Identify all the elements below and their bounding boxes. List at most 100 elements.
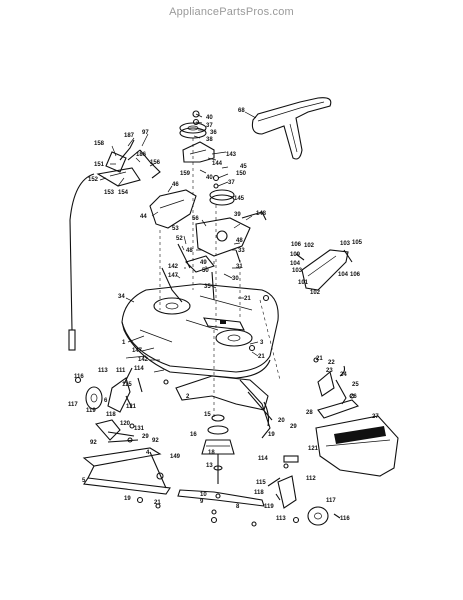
- part-label: 131: [134, 426, 145, 432]
- part-label: 56: [192, 216, 199, 222]
- part-label: 53: [172, 226, 179, 232]
- part-label: 8: [236, 504, 240, 510]
- part-label: 156: [150, 160, 161, 166]
- part-label: 15: [204, 412, 211, 418]
- part-label: 6: [104, 398, 108, 404]
- part-label: 10: [200, 492, 207, 498]
- mower-blade[interactable]: [177, 489, 265, 524]
- part-label: 111: [116, 368, 126, 374]
- part-label: 40: [206, 175, 213, 181]
- blade-spindle-assembly[interactable]: [201, 414, 235, 484]
- part-label: 45: [240, 164, 247, 170]
- part-label: 21: [258, 354, 265, 360]
- part-number-labels: 68 40 37 36 38 143 144 45 150 40 37 159 …: [68, 108, 379, 522]
- part-label: 147: [168, 273, 179, 279]
- part-label: 186: [136, 152, 147, 158]
- part-label: 20: [278, 418, 285, 424]
- right-wheel-bracket[interactable]: [267, 455, 299, 509]
- part-label: 103: [340, 241, 351, 247]
- part-label: 113: [98, 368, 108, 374]
- part-label: 117: [68, 402, 78, 408]
- part-label: 9: [200, 499, 204, 505]
- part-label: 159: [180, 171, 191, 177]
- belt-guard[interactable]: [149, 189, 197, 229]
- part-label: 158: [94, 141, 105, 147]
- part-label: 150: [236, 171, 247, 177]
- front-hanger-bracket[interactable]: [94, 419, 139, 443]
- rear-stabilizer-rod[interactable]: [239, 379, 273, 439]
- part-label: 49: [200, 260, 207, 266]
- part-label: 44: [140, 214, 147, 220]
- part-label: 102: [304, 243, 315, 249]
- part-label: 152: [88, 177, 99, 183]
- left-gauge-wheel[interactable]: [74, 376, 103, 410]
- part-label: 154: [118, 190, 129, 196]
- part-label: 145: [234, 196, 245, 202]
- idler-arm[interactable]: [184, 211, 267, 273]
- part-label: 149: [170, 454, 181, 460]
- part-label: 101: [298, 280, 309, 286]
- part-label: 119: [264, 504, 274, 510]
- part-label: 16: [190, 432, 197, 438]
- lift-cable[interactable]: [68, 173, 95, 351]
- part-label: 147: [132, 348, 143, 354]
- part-label: 92: [152, 438, 159, 444]
- part-label: 39: [234, 212, 241, 218]
- part-label: 142: [168, 264, 179, 270]
- part-label: 21: [316, 356, 323, 362]
- idler-spring-bolts[interactable]: [161, 243, 241, 303]
- lift-handle-assembly[interactable]: [96, 139, 161, 187]
- part-label: 142: [138, 357, 149, 363]
- part-label: 36: [210, 130, 217, 136]
- part-label: 112: [306, 476, 316, 482]
- part-label: 97: [142, 130, 149, 136]
- hardware-fasteners: [127, 294, 355, 527]
- part-label: 153: [104, 190, 115, 196]
- part-label: 114: [134, 366, 144, 372]
- part-label: 48: [236, 238, 243, 244]
- part-label: 31: [236, 264, 243, 270]
- discharge-chute-deflector[interactable]: [295, 249, 353, 291]
- part-label: 33: [238, 248, 245, 254]
- part-label: 21: [154, 500, 161, 506]
- part-label: 50: [202, 268, 209, 274]
- part-label: 115: [256, 480, 266, 486]
- part-label: 40: [206, 115, 213, 121]
- discharge-chute[interactable]: [315, 399, 399, 477]
- part-label: 1: [122, 340, 126, 346]
- part-label: 5: [82, 478, 86, 484]
- part-label: 113: [276, 516, 286, 522]
- part-label: 29: [142, 434, 149, 440]
- left-wheel-bracket[interactable]: [107, 367, 143, 413]
- part-label: 26: [350, 394, 357, 400]
- part-label: 21: [244, 296, 251, 302]
- part-label: 120: [120, 421, 131, 427]
- part-label: 2: [186, 394, 190, 400]
- part-label: 37: [206, 123, 213, 129]
- part-label: 143: [226, 152, 237, 158]
- part-label: 13: [206, 463, 213, 469]
- idler-bracket[interactable]: [182, 141, 215, 163]
- front-link-rod[interactable]: [82, 447, 171, 495]
- part-label: 109: [290, 252, 301, 258]
- mower-deck-housing[interactable]: [121, 283, 279, 379]
- part-label: 104: [290, 261, 301, 267]
- part-label: 34: [118, 294, 125, 300]
- belt-keeper[interactable]: [175, 375, 269, 411]
- part-label: 23: [326, 368, 333, 374]
- part-label: 151: [94, 162, 105, 168]
- part-label: 92: [90, 440, 97, 446]
- part-label: 46: [172, 182, 179, 188]
- part-label: 38: [206, 137, 213, 143]
- deck-belt[interactable]: [251, 97, 332, 160]
- part-label: 19: [124, 496, 131, 502]
- part-label: 144: [212, 161, 223, 167]
- part-label: 52: [176, 236, 183, 242]
- right-gauge-wheel[interactable]: [292, 506, 341, 526]
- part-label: 22: [328, 360, 335, 366]
- part-label: 114: [258, 456, 268, 462]
- part-label: 187: [124, 133, 135, 139]
- upper-idler-pulley[interactable]: [179, 110, 207, 139]
- part-label: 29: [290, 424, 297, 430]
- part-label: 48: [186, 248, 193, 254]
